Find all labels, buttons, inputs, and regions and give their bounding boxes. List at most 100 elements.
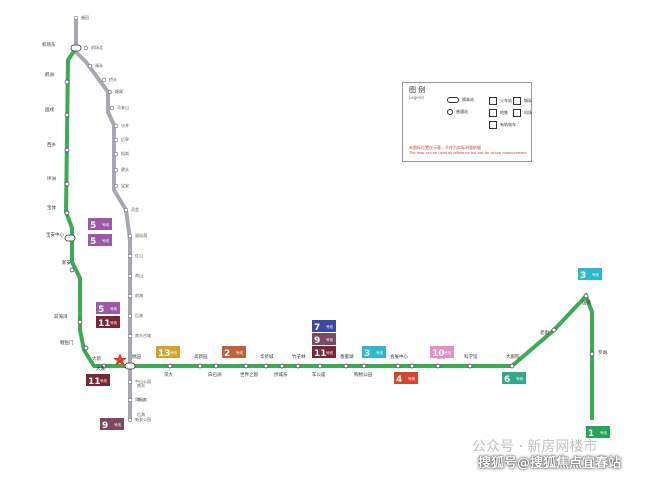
line-badge-number: 11 xyxy=(314,349,327,359)
line-badge-number: 9 xyxy=(102,421,108,431)
station-label: 世界之窗 xyxy=(240,371,258,378)
station-label: 罗湖 xyxy=(598,349,607,356)
line-badge xyxy=(312,346,336,358)
line-badge-number: 9 xyxy=(314,336,320,346)
station-marker xyxy=(435,363,441,369)
station-marker xyxy=(113,123,119,129)
station-label: 中山公园 xyxy=(135,378,151,384)
line-badge-number: 6 xyxy=(504,375,510,385)
station-marker xyxy=(583,293,589,299)
current-station-star-icon xyxy=(113,353,127,366)
station-label: 科学馆 xyxy=(464,353,478,360)
line-badge-number: 11 xyxy=(88,377,101,387)
line-badge xyxy=(312,320,336,332)
station-label: 机场北 xyxy=(91,44,103,50)
station-label: 大新 xyxy=(92,355,101,362)
line-badge xyxy=(88,234,112,246)
legend-item: 普通站 xyxy=(447,109,468,115)
legend-note-en: The map can be used as reference but not… xyxy=(409,151,527,155)
line-badge-suffix: 号线 xyxy=(100,378,107,383)
interchange-station-marker xyxy=(70,44,82,52)
line-badge-suffix: 号线 xyxy=(326,324,334,329)
station-marker xyxy=(101,77,107,83)
line-badge xyxy=(222,346,246,358)
line-badge-suffix: 号线 xyxy=(114,422,121,427)
station-label: 老街 xyxy=(540,329,549,336)
line-badge-suffix: 号线 xyxy=(236,350,243,355)
station-label: 宝安中心 xyxy=(46,231,64,238)
interchange-station-marker xyxy=(64,234,76,242)
station-label: 碧头 xyxy=(121,166,129,172)
lower-station-label: 后海 xyxy=(137,411,145,417)
station-marker xyxy=(509,363,515,369)
station-label: 后海 xyxy=(135,312,143,318)
station-label: 前海湾 xyxy=(54,313,68,320)
regular-station-icon xyxy=(447,109,453,115)
station-label: 西乡 xyxy=(47,142,56,148)
station-marker xyxy=(127,333,133,339)
line-badge xyxy=(502,372,526,384)
line-badge-suffix: 号线 xyxy=(600,430,608,435)
station-label: 同乐南 xyxy=(135,396,147,402)
station-marker xyxy=(73,15,79,21)
line-badge-suffix: 号线 xyxy=(376,350,384,355)
line-badge xyxy=(156,346,180,358)
tram-icon xyxy=(489,121,497,129)
station-marker xyxy=(295,363,301,369)
station-label: 华侨城 xyxy=(260,353,274,360)
station-marker xyxy=(64,79,70,85)
line-badge-number: 11 xyxy=(98,319,111,329)
line-badge-suffix: 号线 xyxy=(592,272,600,277)
station-label: 香蜜湖 xyxy=(340,353,354,360)
line-badge xyxy=(362,346,386,358)
station-marker xyxy=(113,151,119,157)
stations-layer: 机场东鹤洲固戍西乡坪洲宝体宝安中心新安前海湾鲤鱼门大新桃园深大高新园白石洲世界之… xyxy=(42,14,607,423)
line-badge-suffix: 号线 xyxy=(102,238,109,243)
station-label: 前海 xyxy=(135,292,143,298)
station-label: 大剧院 xyxy=(506,353,520,360)
station-label: 鹤洲 xyxy=(45,71,54,78)
station-marker xyxy=(243,363,249,369)
station-marker xyxy=(197,363,203,369)
station-marker xyxy=(127,397,133,403)
station-marker xyxy=(589,351,595,357)
station-label: 车公庙 xyxy=(312,371,326,378)
line-11-track xyxy=(74,18,132,420)
line-badge-number: 10 xyxy=(432,349,445,359)
line-badge-number: 13 xyxy=(158,349,171,359)
line-badge-suffix: 号线 xyxy=(408,376,416,381)
line-badge-suffix: 号线 xyxy=(516,376,524,381)
station-marker xyxy=(113,167,119,173)
legend-item: 地铁 xyxy=(489,109,508,117)
line-badge-suffix: 号线 xyxy=(110,306,117,311)
legend-title: 图 例 xyxy=(409,86,426,94)
station-marker xyxy=(343,363,349,369)
legend-item: 换乘站 xyxy=(447,97,474,103)
station-marker xyxy=(113,137,119,143)
intercity-icon xyxy=(513,97,521,105)
line-badge-suffix: 号线 xyxy=(444,350,452,355)
station-label: 购物公园 xyxy=(354,371,372,378)
station-label: 桥头 xyxy=(109,76,117,82)
station-label: 南头古城 xyxy=(135,332,151,338)
station-marker xyxy=(64,112,70,118)
airport-icon xyxy=(513,109,521,117)
station-marker xyxy=(77,319,83,325)
station-marker xyxy=(69,267,75,273)
station-marker xyxy=(127,273,133,279)
station-label: 会展中心 xyxy=(390,353,408,360)
line-badge-number: 3 xyxy=(580,271,586,281)
station-marker xyxy=(127,379,133,385)
line-badge-number: 5 xyxy=(98,305,104,315)
station-label: 马安山 xyxy=(117,104,129,110)
station-marker xyxy=(551,327,557,333)
station-label: 固戍 xyxy=(45,106,54,113)
station-label: 白石洲 xyxy=(208,371,222,378)
map-legend: 图 例 Legend 换乘站 普通站 火车站 城际 地铁 机场 有轨电车 本图标… xyxy=(402,82,532,162)
station-marker xyxy=(101,363,107,369)
station-marker xyxy=(167,363,173,369)
line-badge xyxy=(578,268,602,280)
station-label: 高新园 xyxy=(194,353,208,360)
legend-subtitle: Legend xyxy=(409,95,424,100)
station-marker xyxy=(83,45,89,51)
